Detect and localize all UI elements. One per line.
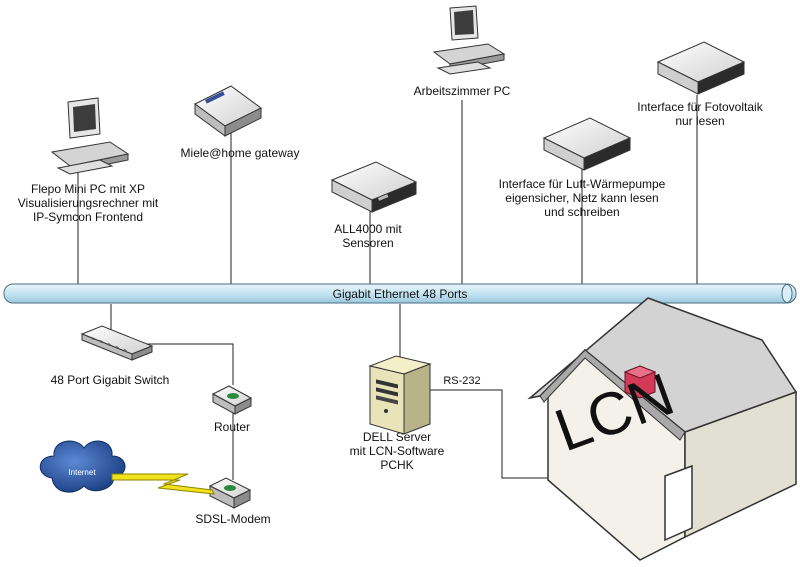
line-switch-router [132,343,234,385]
rs232-label: RS-232 [443,375,480,387]
network-switch-icon [80,325,154,361]
lcn-house-icon: LCN [527,297,798,561]
flepo-pc-label: Flepo Mini PC mit XP Visualisierungsrech… [17,182,159,224]
interface-box-icon [656,41,746,95]
arbeitszimmer-pc-label: Arbeitszimmer PC [413,84,511,98]
heatpump-interface-label: Interface für Luft-Wärmepumpe eigensiche… [498,177,666,219]
bus-label: Gigabit Ethernet 48 Ports [333,287,468,301]
photovoltaic-interface-label: Interface für Fotovoltaik nur lesen [637,100,763,128]
internet-cloud-icon: Internet [39,440,126,493]
internet-label: Internet [68,468,96,477]
desktop-computer-icon [432,5,506,75]
server-tower-icon [368,355,432,435]
router-icon [211,385,253,415]
switch-label: 48 Port Gigabit Switch [50,373,170,387]
modem-icon [208,477,252,509]
line-rs232 [430,389,548,479]
miele-gateway-label: Miele@home gateway [180,146,300,160]
router-label: Router [213,420,251,434]
all4000-label: ALL4000 mit Sensoren [334,222,402,250]
desktop-computer-icon [50,97,130,175]
interface-box-icon [542,117,632,171]
sensor-controller-icon [330,161,418,213]
sdsl-modem-label: SDSL-Modem [195,512,271,526]
dell-server-label: DELL Server mit LCN-Software PCHK [349,430,445,472]
lightning-link-icon [111,473,215,495]
gateway-device-icon [194,85,262,137]
ethernet-bus: Gigabit Ethernet 48 Ports [3,283,797,304]
